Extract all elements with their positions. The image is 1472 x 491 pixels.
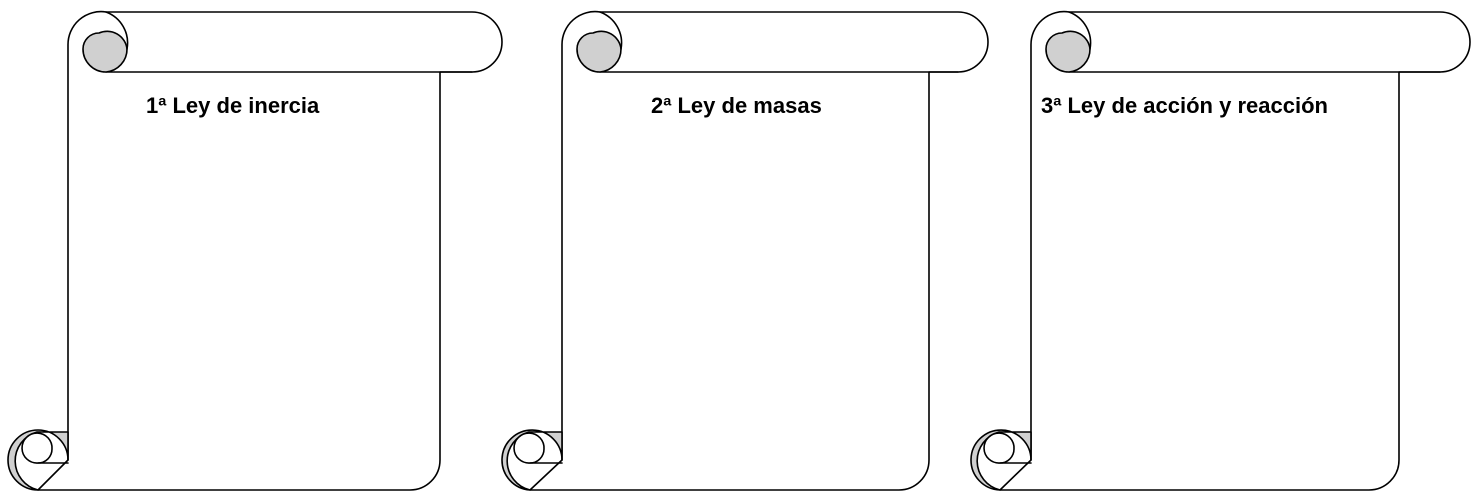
scroll-3-top-curl <box>1046 31 1090 72</box>
scroll-3 <box>971 12 1470 490</box>
scroll-1-body <box>38 12 502 490</box>
scroll-2-title: 2ª Ley de masas <box>651 95 822 117</box>
scroll-2-body <box>530 12 988 490</box>
scroll-3-bottom-curl-inner <box>984 433 1014 463</box>
scroll-1 <box>8 12 502 490</box>
scroll-3-body <box>1000 12 1470 490</box>
scroll-2 <box>502 12 988 490</box>
scroll-2-bottom-curl-inner <box>514 433 544 463</box>
scroll-2-top-curl <box>577 31 621 72</box>
scroll-3-title: 3ª Ley de acción y reacción <box>1041 95 1328 117</box>
scroll-1-top-curl <box>83 31 127 72</box>
scroll-1-title: 1ª Ley de inercia <box>146 95 319 117</box>
scroll-1-bottom-curl-inner <box>22 433 52 463</box>
